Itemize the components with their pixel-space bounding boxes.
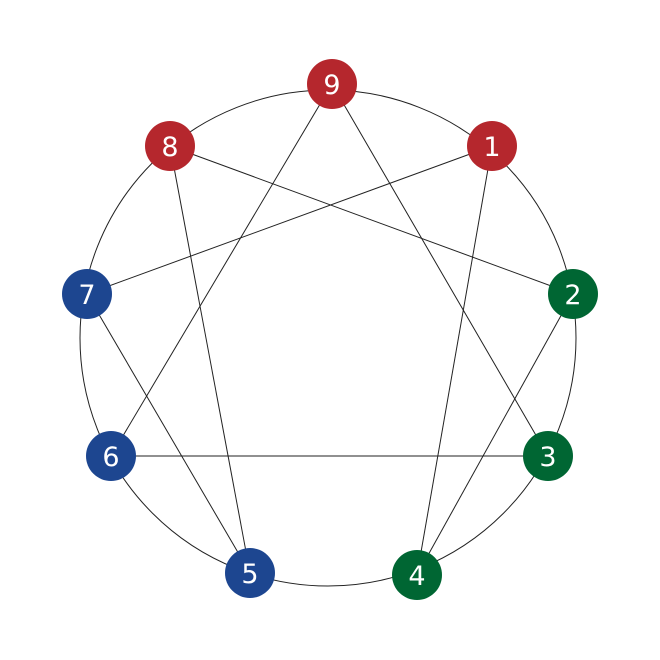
node-label: 1 bbox=[483, 132, 500, 163]
connection-8-5 bbox=[169, 145, 251, 574]
connection-4-2 bbox=[416, 293, 574, 576]
node-circle bbox=[548, 269, 598, 319]
node-label: 9 bbox=[323, 70, 340, 101]
node-circle bbox=[225, 548, 275, 598]
connection-6-9 bbox=[110, 83, 333, 457]
connection-7-1 bbox=[86, 145, 493, 295]
connection-9-3 bbox=[331, 83, 549, 457]
node-8: 8 bbox=[145, 121, 195, 171]
node-circle bbox=[467, 121, 517, 171]
node-label: 3 bbox=[539, 442, 556, 473]
connection-5-7 bbox=[86, 293, 251, 574]
node-7: 7 bbox=[62, 269, 112, 319]
node-2: 2 bbox=[548, 269, 598, 319]
connection-2-8 bbox=[169, 145, 574, 295]
node-label: 5 bbox=[241, 559, 258, 590]
node-label: 8 bbox=[161, 132, 178, 163]
node-4: 4 bbox=[392, 550, 442, 600]
node-circle bbox=[307, 59, 357, 109]
node-label: 6 bbox=[102, 442, 119, 473]
node-1: 1 bbox=[467, 121, 517, 171]
node-6: 6 bbox=[86, 431, 136, 481]
node-circle bbox=[392, 550, 442, 600]
node-circle bbox=[523, 431, 573, 481]
node-circle bbox=[62, 269, 112, 319]
node-5: 5 bbox=[225, 548, 275, 598]
node-9: 9 bbox=[307, 59, 357, 109]
node-label: 4 bbox=[408, 561, 425, 592]
node-3: 3 bbox=[523, 431, 573, 481]
node-circle bbox=[145, 121, 195, 171]
connection-1-4 bbox=[416, 145, 493, 576]
node-label: 7 bbox=[78, 280, 95, 311]
node-circle bbox=[86, 431, 136, 481]
node-label: 2 bbox=[564, 280, 581, 311]
